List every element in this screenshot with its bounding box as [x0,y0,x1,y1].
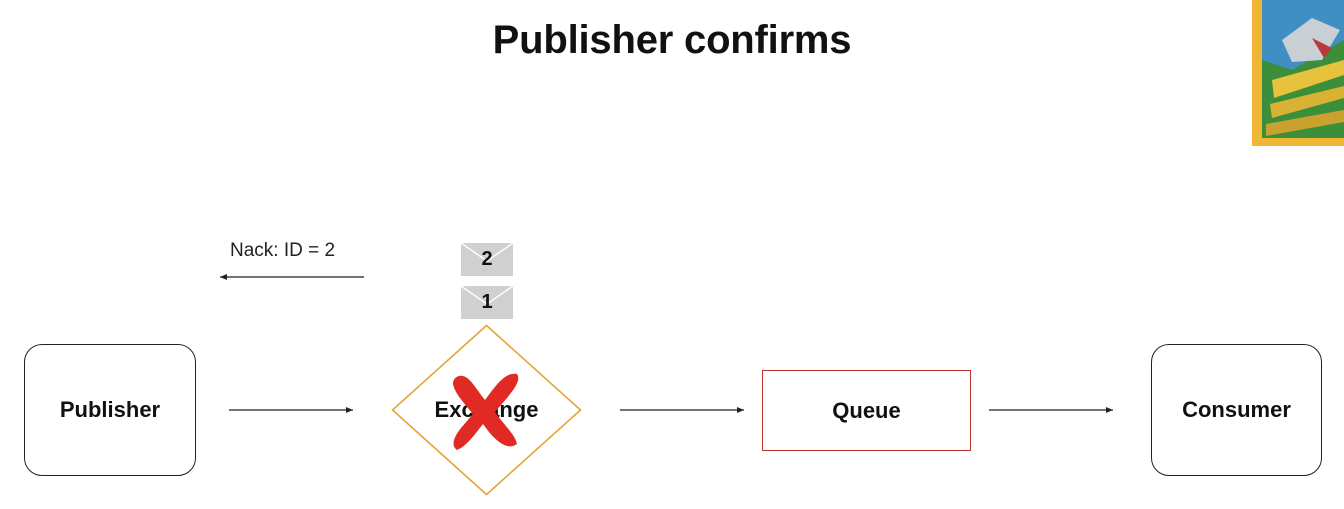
publisher-node: Publisher [24,344,196,476]
envelope-icon [461,243,513,276]
queue-node: Queue [762,370,971,451]
queue-label: Queue [832,397,901,423]
message-envelope-1: 1 [461,286,513,319]
presenter-thumbnail [1252,0,1344,146]
consumer-label: Consumer [1182,397,1291,422]
publisher-label: Publisher [59,397,161,422]
consumer-node: Consumer [1151,344,1322,476]
slide-title: Publisher confirms [492,18,852,62]
nack-label: Nack: ID = 2 [230,240,336,261]
message-id-1: 1 [481,291,493,313]
message-envelope-2: 2 [461,243,513,276]
x-mark-icon [453,373,519,450]
envelope-icon [461,286,513,319]
exchange-node [391,324,582,496]
message-id-2: 2 [481,248,493,270]
